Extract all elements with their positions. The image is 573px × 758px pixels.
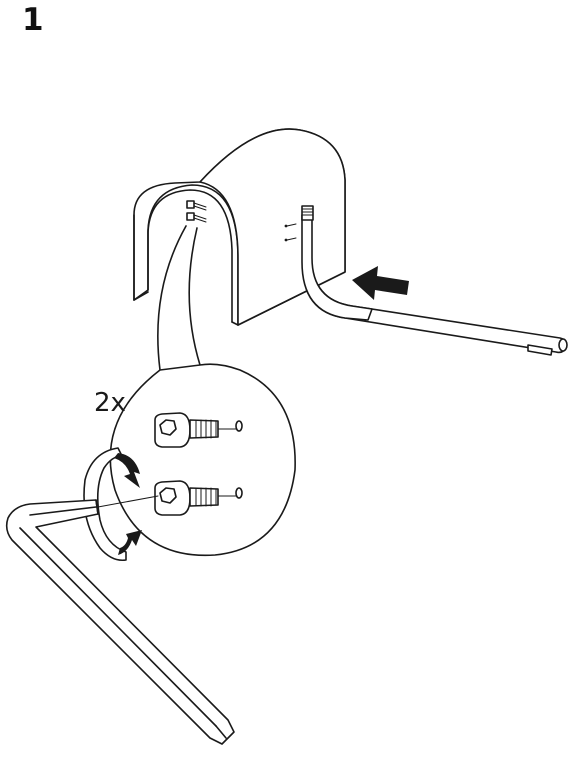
detail-callout: 2x: [83, 363, 296, 562]
rotate-arrow-icon: [83, 447, 142, 562]
rod-front: [301, 205, 373, 321]
arrow-icon: [352, 266, 409, 300]
screw-icon: [154, 480, 243, 516]
step-number: 1: [22, 2, 44, 38]
bracket-screw-bottom: [186, 212, 207, 223]
callout-leader: [157, 225, 201, 371]
bracket-screw-top: [186, 200, 207, 211]
screw-icon: [154, 412, 243, 448]
hex-key-icon: [5, 495, 235, 745]
quantity-label: 2x: [94, 388, 126, 418]
